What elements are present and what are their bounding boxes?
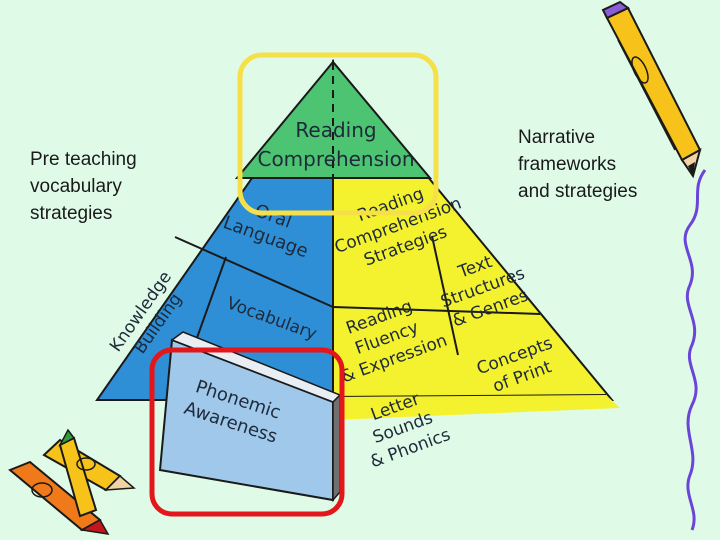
right-caption-line-2: frameworks xyxy=(518,154,617,175)
squiggle-line xyxy=(683,169,707,531)
highlight-box-red xyxy=(149,347,345,517)
right-divider-3 xyxy=(431,235,459,356)
right-divider-1 xyxy=(332,306,541,315)
apex-line-1: Reading xyxy=(295,118,376,142)
right-caption-line-3: and strategies xyxy=(518,181,638,202)
left-caption: Pre teaching vocabulary strategies xyxy=(30,146,180,227)
right-caption: Narrative frameworks and strategies xyxy=(518,124,688,205)
pencil-icon xyxy=(601,0,702,179)
phonemic-block-side xyxy=(332,393,341,502)
left-caption-line-3: strategies xyxy=(30,203,113,224)
left-caption-line-1: Pre teaching xyxy=(30,149,137,170)
right-caption-line-1: Narrative xyxy=(518,127,596,148)
right-base xyxy=(333,395,620,420)
crayons-icon xyxy=(8,428,136,535)
left-caption-line-2: vocabulary xyxy=(30,176,122,197)
left-divider-1 xyxy=(174,236,334,308)
highlight-box-yellow xyxy=(237,52,439,216)
apex-line-2: Comprehension xyxy=(257,147,414,171)
